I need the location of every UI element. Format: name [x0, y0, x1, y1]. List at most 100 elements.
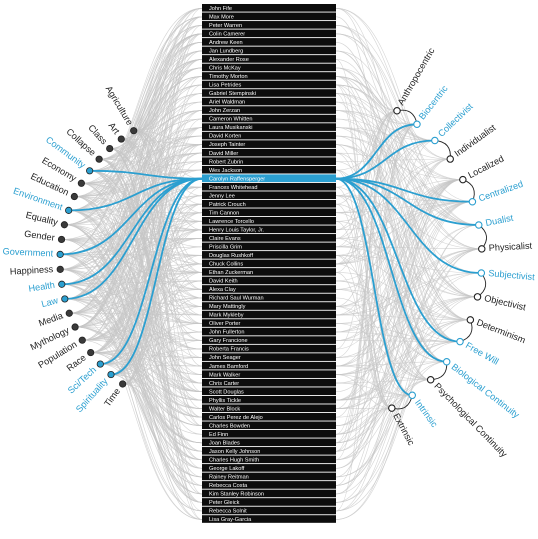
person-row[interactable]: Kim Stanley Robinson: [202, 489, 336, 498]
topic-node[interactable]: [119, 380, 127, 388]
value-node[interactable]: [477, 269, 486, 277]
person-row[interactable]: Peter Warren: [202, 21, 336, 29]
person-row[interactable]: Mark Mykleby: [202, 310, 336, 319]
topic-node[interactable]: [58, 280, 66, 288]
topic-government[interactable]: Government: [2, 246, 64, 259]
person-row[interactable]: Frances Whitehead: [202, 182, 336, 191]
person-row[interactable]: Lawrence Torcello: [202, 217, 336, 225]
topic-node[interactable]: [107, 370, 115, 379]
person-row[interactable]: Gabriel Stempinski: [202, 89, 336, 97]
person-row[interactable]: Jan Lundberg: [202, 46, 336, 55]
person-row[interactable]: John Fife: [202, 4, 336, 12]
person-row[interactable]: Andrew Keen: [202, 38, 336, 46]
topic-node[interactable]: [106, 144, 114, 153]
person-row[interactable]: Wes Jackson: [202, 165, 336, 174]
value-centralized[interactable]: Centralized: [468, 179, 524, 206]
person-row[interactable]: Roberta Francis: [202, 344, 336, 353]
person-row[interactable]: Rebecca Costa: [202, 481, 336, 489]
value-psychological-continuity[interactable]: Psychological Continuity: [426, 375, 509, 460]
topic-node[interactable]: [56, 250, 64, 258]
person-row[interactable]: Gary Francione: [202, 336, 336, 344]
person-row[interactable]: Jason Kelly Johnson: [202, 447, 336, 455]
topic-node[interactable]: [77, 179, 85, 187]
value-node[interactable]: [442, 357, 451, 366]
value-node[interactable]: [413, 120, 421, 129]
person-row[interactable]: Claire Evans: [202, 234, 336, 242]
person-row[interactable]: Joseph Tainter: [202, 140, 336, 148]
value-dualist[interactable]: Dualist: [475, 213, 515, 229]
topic-node[interactable]: [78, 336, 86, 344]
topic-gender[interactable]: Gender: [24, 229, 66, 244]
value-node[interactable]: [393, 107, 401, 115]
person-row[interactable]: Richard Saul Wurman: [202, 293, 336, 302]
value-collectivist[interactable]: Collectivist: [431, 101, 475, 145]
value-node[interactable]: [478, 245, 486, 253]
person-row[interactable]: John Fullerton: [202, 327, 336, 336]
person-row[interactable]: Priscilla Grim: [202, 242, 336, 251]
topic-node[interactable]: [60, 221, 68, 229]
topic-node[interactable]: [56, 265, 64, 273]
person-row[interactable]: Alexa Clay: [202, 285, 336, 293]
value-node[interactable]: [388, 404, 396, 412]
person-row[interactable]: Joan Blades: [202, 438, 336, 447]
topic-happiness[interactable]: Happiness: [10, 264, 64, 277]
person-row[interactable]: Mark Walker: [202, 370, 336, 378]
value-node[interactable]: [473, 293, 482, 301]
person-row[interactable]: David Keith: [202, 276, 336, 285]
person-row[interactable]: Oliver Porter: [202, 319, 336, 327]
topic-health[interactable]: Health: [28, 280, 66, 294]
topic-node[interactable]: [130, 127, 138, 135]
person-row[interactable]: Colin Camerer: [202, 29, 336, 38]
value-node[interactable]: [468, 197, 477, 206]
value-node[interactable]: [466, 316, 475, 324]
person-row[interactable]: Carolyn Raffensperger: [202, 174, 336, 182]
topic-equality[interactable]: Equality: [25, 210, 68, 229]
value-intrinsic[interactable]: Intrinsic: [408, 391, 440, 429]
value-individualist[interactable]: Individualist: [446, 122, 498, 163]
person-row[interactable]: Carlos Perez de Alejo: [202, 412, 336, 421]
person-row[interactable]: Laura Musikanski: [202, 123, 336, 131]
value-free-will[interactable]: Free Will: [456, 337, 501, 367]
topic-node[interactable]: [65, 309, 73, 317]
person-row[interactable]: George Lakoff: [202, 464, 336, 472]
person-row[interactable]: Ed Finn: [202, 430, 336, 438]
topic-node[interactable]: [70, 192, 78, 201]
topic-node[interactable]: [65, 206, 73, 214]
person-row[interactable]: Timothy Morton: [202, 72, 336, 80]
value-node[interactable]: [475, 221, 483, 229]
topic-law[interactable]: Law: [40, 295, 69, 309]
person-row[interactable]: Ariel Waldman: [202, 97, 336, 106]
person-row[interactable]: Robert Zubrin: [202, 157, 336, 165]
topic-node[interactable]: [117, 135, 125, 143]
person-row[interactable]: Douglas Rushkoff: [202, 251, 336, 259]
topic-node[interactable]: [96, 360, 104, 368]
topic-node[interactable]: [71, 323, 79, 331]
person-row[interactable]: John Seager: [202, 353, 336, 361]
value-biocentric[interactable]: Biocentric: [413, 83, 450, 129]
topic-media[interactable]: Media: [37, 309, 73, 328]
value-objectivist[interactable]: Objectivist: [473, 293, 527, 313]
person-row[interactable]: Max More: [202, 12, 336, 21]
value-subjectivist[interactable]: Subjectivist: [477, 268, 536, 282]
topic-node[interactable]: [87, 348, 95, 357]
value-node[interactable]: [431, 136, 439, 145]
person-row[interactable]: Rebecca Solnit: [202, 506, 336, 515]
person-row[interactable]: Mary Mattingly: [202, 302, 336, 310]
person-row[interactable]: Charles Hugh Smith: [202, 455, 336, 464]
person-row[interactable]: Charles Bowden: [202, 421, 336, 429]
person-row[interactable]: Ethan Zuckerman: [202, 268, 336, 276]
person-row[interactable]: Chris Carter: [202, 378, 336, 387]
value-node[interactable]: [446, 155, 454, 163]
person-row[interactable]: Lisa Petrides: [202, 80, 336, 89]
person-row[interactable]: Peter Gleick: [202, 498, 336, 506]
person-row[interactable]: David Korten: [202, 131, 336, 140]
person-row[interactable]: Phyllis Tickle: [202, 395, 336, 404]
value-physicalist[interactable]: Physicalist: [478, 241, 533, 253]
person-row[interactable]: Chris McKay: [202, 63, 336, 72]
person-row[interactable]: Henry Louis Taylor, Jr.: [202, 225, 336, 234]
topic-node[interactable]: [57, 235, 66, 244]
person-row[interactable]: Lisa Gray-Garcia: [202, 515, 336, 523]
value-localized[interactable]: Localized: [459, 153, 506, 184]
topic-node[interactable]: [86, 167, 94, 175]
topic-node[interactable]: [61, 295, 69, 303]
